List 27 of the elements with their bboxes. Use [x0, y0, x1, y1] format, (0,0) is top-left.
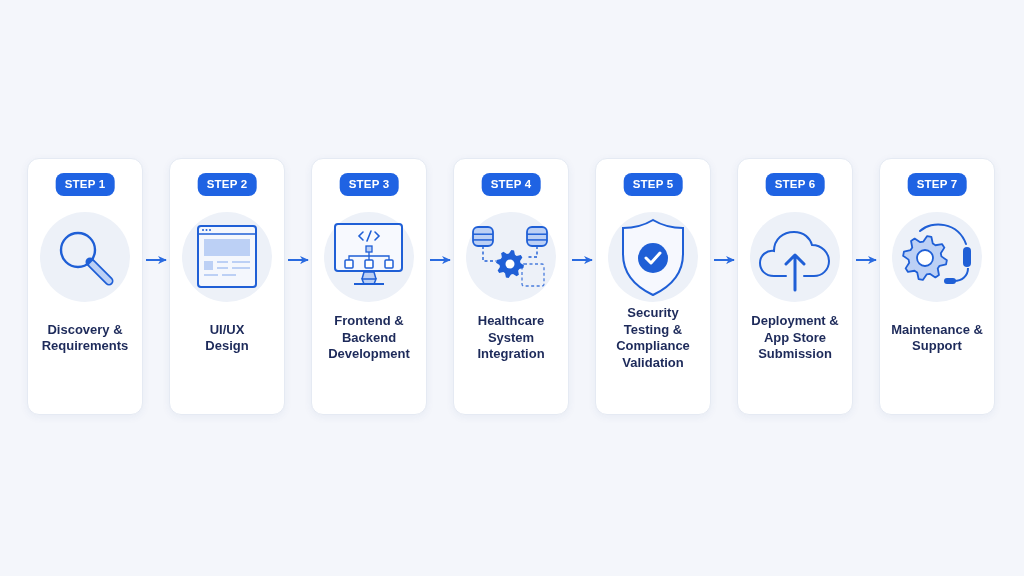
- step-badge: STEP 5: [623, 173, 683, 196]
- arrow: [287, 255, 309, 265]
- step-badge: STEP 1: [55, 173, 115, 196]
- step-card: [595, 158, 711, 415]
- step-card: [27, 158, 143, 415]
- step-title: Healthcare System Integration: [476, 313, 546, 363]
- step-badge: STEP 6: [765, 173, 825, 196]
- step-card: [169, 158, 285, 415]
- arrow: [429, 255, 451, 265]
- step-card: [453, 158, 569, 415]
- step-title: UI/UX Design: [204, 321, 250, 355]
- arrow: [713, 255, 735, 265]
- step-title: Maintenance & Support: [890, 321, 984, 355]
- step-card: [311, 158, 427, 415]
- step-title: Security Testing & Compliance Validation: [615, 305, 691, 371]
- step-title: Deployment & App Store Submission: [750, 313, 840, 363]
- step-badge: STEP 2: [197, 173, 257, 196]
- step-card: [737, 158, 853, 415]
- step-title: Frontend & Backend Development: [327, 313, 411, 363]
- arrow: [855, 255, 877, 265]
- arrow: [571, 255, 593, 265]
- step-badge: STEP 3: [339, 173, 399, 196]
- step-card: [879, 158, 995, 415]
- step-title: Discovery & Requirements: [40, 321, 130, 355]
- arrow: [145, 255, 167, 265]
- step-badge: STEP 4: [481, 173, 541, 196]
- step-badge: STEP 7: [907, 173, 967, 196]
